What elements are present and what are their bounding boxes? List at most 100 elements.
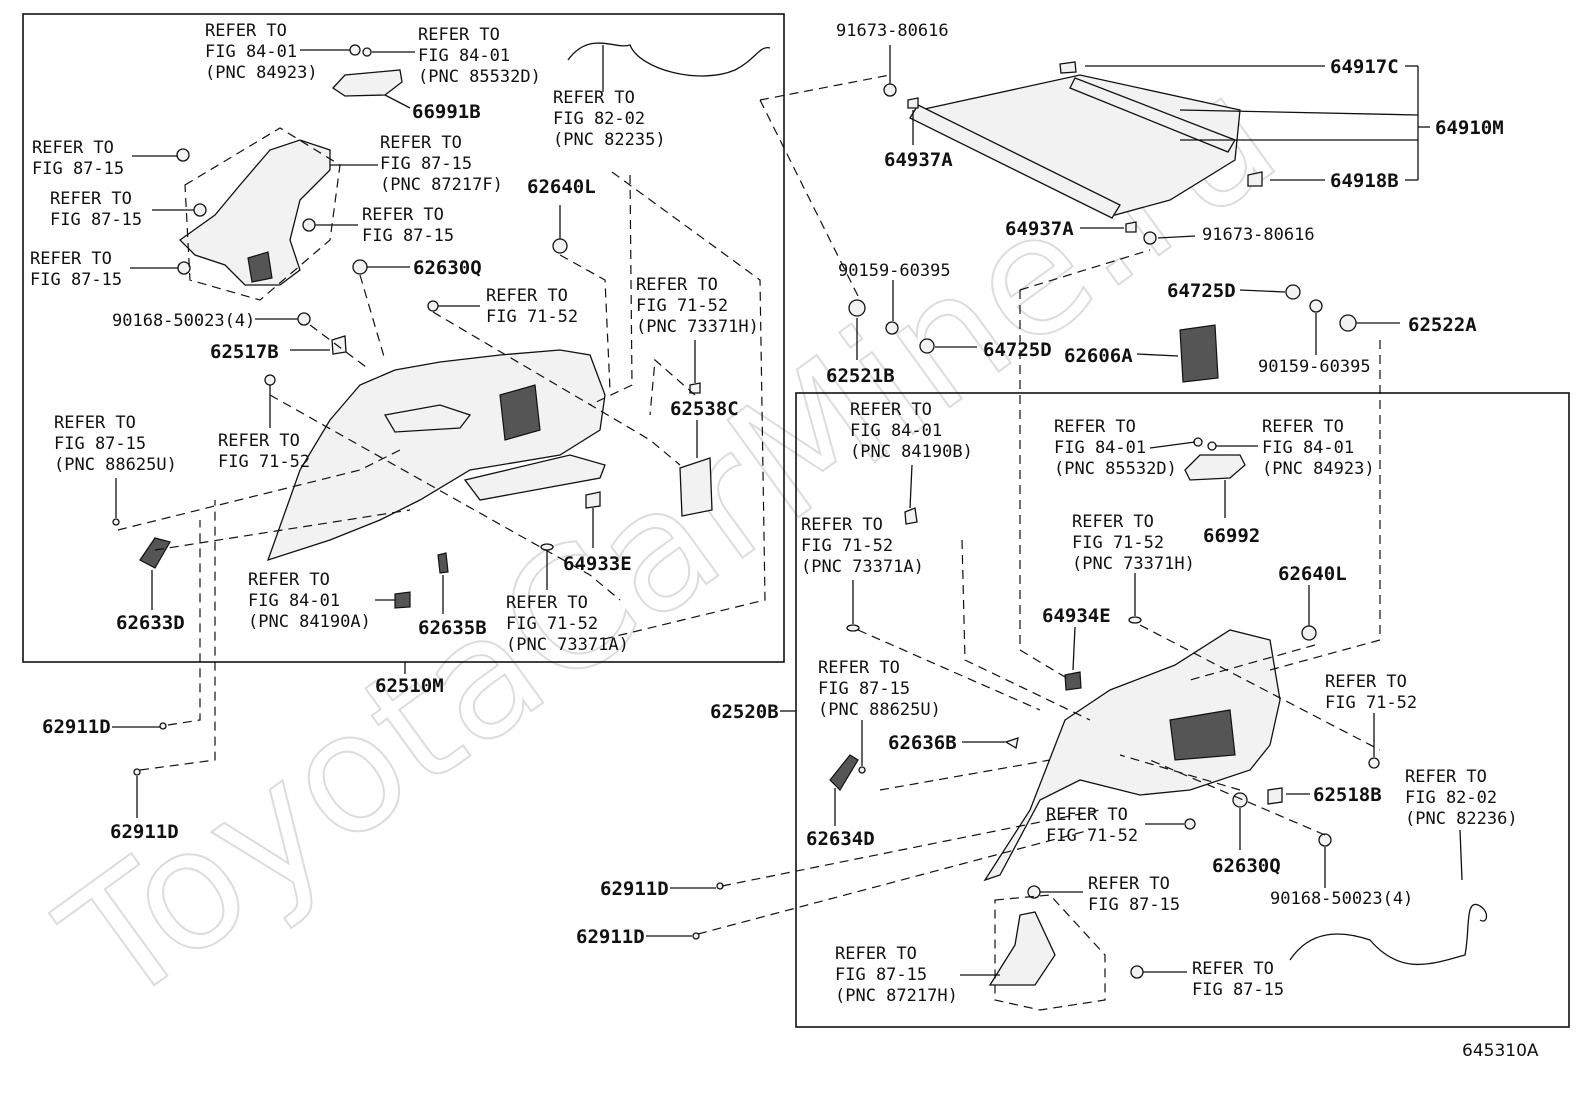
- bolt-90159-left: [885, 321, 899, 335]
- clip-right-b: [1207, 441, 1217, 451]
- part-number-62522A: 62522A: [1408, 314, 1477, 336]
- clip-62521B: [848, 299, 866, 317]
- left-panel-frame: [22, 13, 785, 663]
- clip-62630Q-right: [1232, 792, 1248, 808]
- left-quarter-trim-panel: [266, 349, 606, 562]
- clip-87-15-b: [193, 203, 207, 217]
- clip-62911D-a: [159, 722, 167, 730]
- right-quarter-trim-panel: [983, 629, 1281, 882]
- part-number-62510M: 62510M: [375, 675, 444, 697]
- bracket-62517B: [331, 335, 347, 355]
- part-number-90159-left: 90159-60395: [838, 261, 951, 281]
- clip-62911D-b: [133, 768, 141, 776]
- part-number-62640L-left: 62640L: [527, 176, 596, 198]
- part-number-62521B: 62521B: [826, 365, 895, 387]
- hook-64725D-left: [919, 338, 935, 354]
- clip-87-15-e: [1027, 885, 1041, 899]
- assist-handle-left: [332, 69, 403, 97]
- clip-87-15-a: [176, 148, 190, 162]
- clip-left-a: [349, 44, 361, 56]
- clip-87-15-f: [1130, 965, 1144, 979]
- part-number-64918B: 64918B: [1330, 170, 1399, 192]
- light-84190A: [394, 591, 411, 609]
- part-number-62630Q-left: 62630Q: [413, 257, 482, 279]
- part-number-64725D-left: 64725D: [983, 339, 1052, 361]
- clip-62911D-d: [692, 932, 700, 940]
- part-number-64937A-top: 64937A: [884, 149, 953, 171]
- clip-91673-bottom: [1143, 231, 1157, 245]
- bolt-90168-left: [297, 312, 311, 326]
- part-number-62520B: 62520B: [710, 701, 779, 723]
- light-84190B: [904, 507, 918, 525]
- clip-73371H-right: [1128, 616, 1142, 624]
- part-number-62517B: 62517B: [210, 341, 279, 363]
- clip-62640L-right: [1301, 625, 1317, 641]
- hook-62633D: [139, 537, 171, 569]
- part-number-62911D-b: 62911D: [110, 821, 179, 843]
- bolt-90159-right: [1309, 299, 1323, 313]
- figure-code: 645310A: [1462, 1041, 1539, 1061]
- cover-62538C: [679, 457, 713, 517]
- clip-71-52-c: [1368, 757, 1380, 769]
- clip-88625U-right: [858, 766, 866, 774]
- part-number-91673-top: 91673-80616: [836, 21, 949, 41]
- part-number-90159-right: 90159-60395: [1258, 357, 1371, 377]
- clip-73371A-left: [540, 543, 554, 551]
- assist-handle-right: [1184, 454, 1246, 481]
- part-number-62640L-right: 62640L: [1278, 563, 1347, 585]
- part-number-62636B: 62636B: [888, 732, 957, 754]
- clip-left-b: [362, 47, 372, 57]
- clip-91673-top: [883, 83, 897, 97]
- hook-64725D-right: [1285, 284, 1301, 300]
- right-panel-frame: [795, 392, 1570, 1028]
- leader-lines: [112, 45, 1463, 976]
- part-number-64934E: 64934E: [1042, 605, 1111, 627]
- part-number-64937A-bottom: 64937A: [1005, 218, 1074, 240]
- assembly-lines: [117, 74, 1381, 1011]
- clip-87-15-d: [302, 218, 316, 232]
- clip-88625U-left: [112, 518, 120, 526]
- part-number-62911D-a: 62911D: [42, 716, 111, 738]
- clip-62522A: [1339, 314, 1357, 332]
- part-number-62630Q-right: 62630Q: [1212, 855, 1281, 877]
- clip-73371A-right: [846, 624, 860, 632]
- cap-64937A-top: [907, 97, 919, 109]
- part-number-64725D-right: 64725D: [1167, 280, 1236, 302]
- part-number-66992: 66992: [1203, 525, 1260, 547]
- clip-87-15-c: [177, 261, 191, 275]
- clip-right-a: [1193, 437, 1203, 447]
- wire-harness-right: [1289, 903, 1488, 966]
- clip-71-52-a: [427, 300, 439, 312]
- part-number-64917C: 64917C: [1330, 56, 1399, 78]
- part-number-64933E: 64933E: [563, 553, 632, 575]
- part-number-62911D-c: 62911D: [600, 878, 669, 900]
- part-number-62634D: 62634D: [806, 828, 875, 850]
- cap-64937A-bottom: [1125, 221, 1137, 233]
- part-number-62633D: 62633D: [116, 612, 185, 634]
- part-number-62606A: 62606A: [1064, 345, 1133, 367]
